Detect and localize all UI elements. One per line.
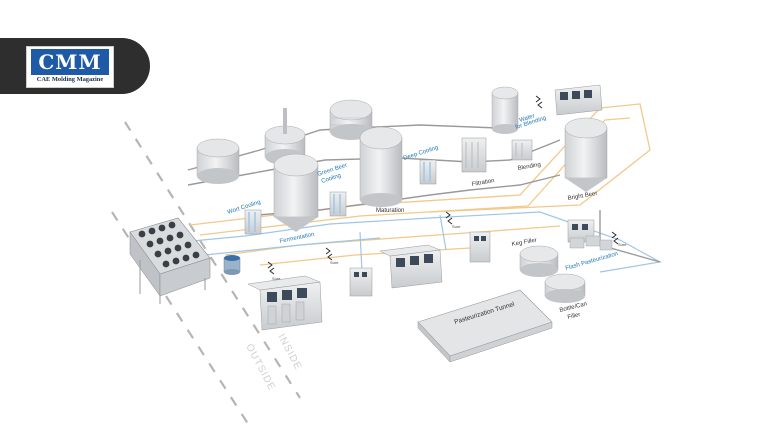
label-fermentation: Fermentation [279,232,315,245]
fermentation-tank [273,153,319,232]
label-green-beer-cooling-2: Cooling [321,173,342,185]
water-tank [491,86,519,134]
label-keg-filler: Keg Filler [511,238,537,248]
label-sure-4: Sure [618,242,627,247]
wort-cooling-exchanger [244,209,262,235]
cmm-logo: CMM CAE Molding Magazine [26,46,114,88]
chillers [247,84,603,331]
logo-subtitle: CAE Molding Magazine [36,76,104,83]
filtration-unit [461,137,487,173]
label-blending: Blending [517,162,541,172]
chiller-middle [379,244,443,289]
top-tanks [196,99,373,184]
label-bottle-can-filler-2: Filler [567,312,581,321]
glycol-barrel [223,255,241,275]
maturation-tank [359,126,403,207]
tank-2 [264,108,306,165]
bright-beer-tank [564,117,608,192]
label-sure-2: Sure [330,260,339,265]
green-beer-exchanger [329,191,347,217]
flash-pasteurizer [519,245,559,277]
flow-arrows [267,95,619,275]
tank-3 [329,99,373,140]
label-sure-3: Sure [452,224,461,229]
label-filtration: Filtration [471,178,495,188]
label-water-for-blending-1: Water [519,113,536,124]
pump-unit-2 [469,231,491,263]
label-sure-1: Sure [272,276,281,281]
tank-1 [196,138,240,184]
label-bright-beer: Bright Beer [567,191,598,202]
pasteurization-tunnel-machine [417,289,553,363]
logo-banner: CMM CAE Molding Magazine [0,38,150,94]
deep-cooling-exchanger [419,159,437,185]
blending-unit [511,139,533,161]
pump-unit-1 [349,267,373,297]
chiller-outside [247,275,323,331]
label-flash-pasteurization: Flash Pasteurization [565,251,619,272]
logo-main-text: CMM [31,49,109,75]
dry-cooler [129,217,211,304]
label-maturation: Maturation [376,208,404,214]
bottle-can-filler-machine [544,273,586,303]
chiller-top-right [554,84,603,116]
keg-filler-machine [569,235,613,251]
label-bottle-can-filler-1: Bottle/Can [559,301,588,314]
heat-exchangers [244,137,533,235]
label-outside: OUTSIDE [243,342,277,393]
